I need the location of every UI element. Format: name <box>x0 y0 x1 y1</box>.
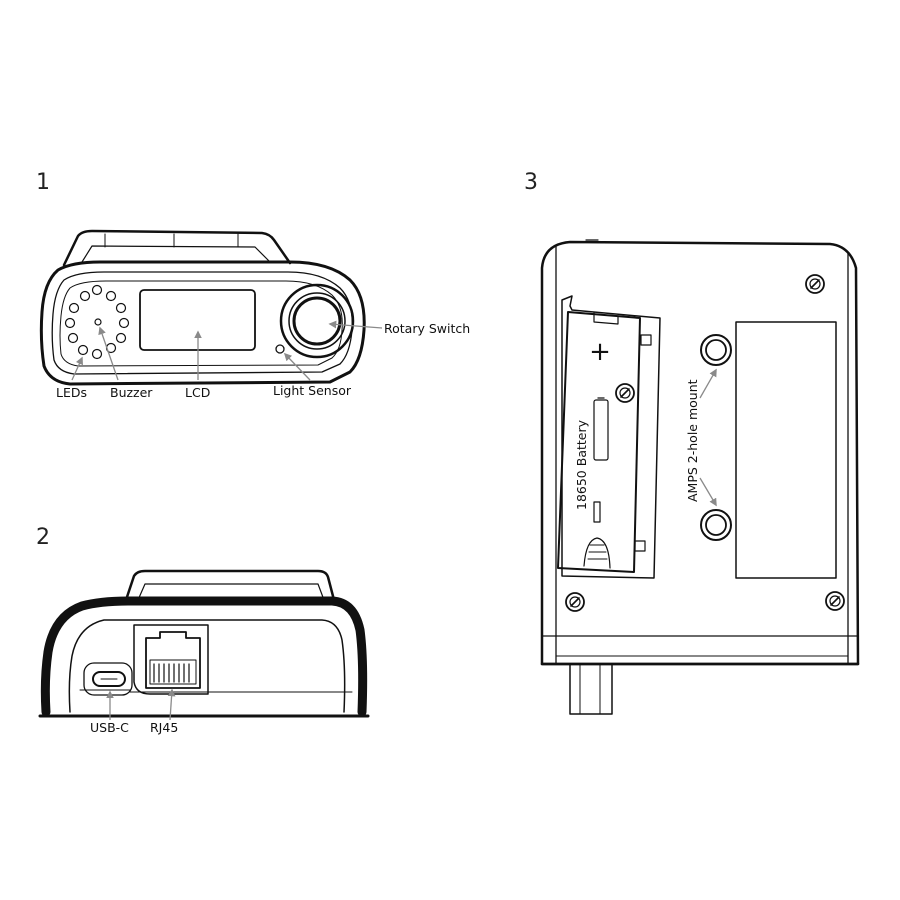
led-10 <box>67 332 79 344</box>
led-6 <box>115 332 127 344</box>
label-buzzer: Buzzer <box>110 385 153 400</box>
rj45-port <box>145 631 201 689</box>
battery-plus-sign: + <box>589 337 611 367</box>
mount-hole-top <box>700 334 732 366</box>
label-light-sensor: Light Sensor <box>273 383 352 398</box>
buzzer-hole <box>94 318 102 326</box>
led-ring <box>64 284 130 360</box>
led-8 <box>91 348 103 360</box>
rj45-housing <box>133 624 209 695</box>
screw-top-right <box>805 274 825 294</box>
led-3 <box>105 290 117 302</box>
screw-bottom-right <box>825 591 845 611</box>
rotary-switch-knob <box>292 296 342 346</box>
label-plate <box>735 321 837 579</box>
led-2 <box>91 284 103 296</box>
view-number-2: 2 <box>36 525 50 550</box>
view-number-1: 1 <box>36 170 50 195</box>
battery-label-bar <box>593 399 609 461</box>
label-rj45: RJ45 <box>150 720 178 735</box>
label-usb-c: USB-C <box>90 720 129 735</box>
label-leds: LEDs <box>56 385 87 400</box>
usb-c-port <box>92 671 126 687</box>
battery-minus-sign <box>593 501 601 523</box>
label-rotary-switch: Rotary Switch <box>384 321 470 336</box>
battery-compartment <box>561 295 661 579</box>
label-battery: 18650 Battery <box>574 419 589 510</box>
bottom-view: USB-C RJ45 <box>38 569 370 735</box>
led-12 <box>68 302 80 314</box>
led-11 <box>64 317 76 329</box>
screw-bottom-left <box>565 592 585 612</box>
led-4 <box>115 302 127 314</box>
view-number-3: 3 <box>524 170 538 195</box>
light-sensor <box>275 344 285 354</box>
screw-battery <box>615 383 635 403</box>
led-9 <box>77 344 89 356</box>
battery-cell <box>557 311 641 573</box>
rotary-switch-outer <box>279 283 355 359</box>
mount-hole-bottom <box>700 509 732 541</box>
front-view: LEDs Buzzer LCD Light Sensor Rotary Swit… <box>39 229 470 400</box>
led-5 <box>118 317 130 329</box>
led-1 <box>79 290 91 302</box>
label-lcd: LCD <box>185 385 210 400</box>
back-view: + 18650 Battery AMPS 2-hole mount <box>540 239 860 715</box>
label-mount: AMPS 2-hole mount <box>685 379 700 502</box>
